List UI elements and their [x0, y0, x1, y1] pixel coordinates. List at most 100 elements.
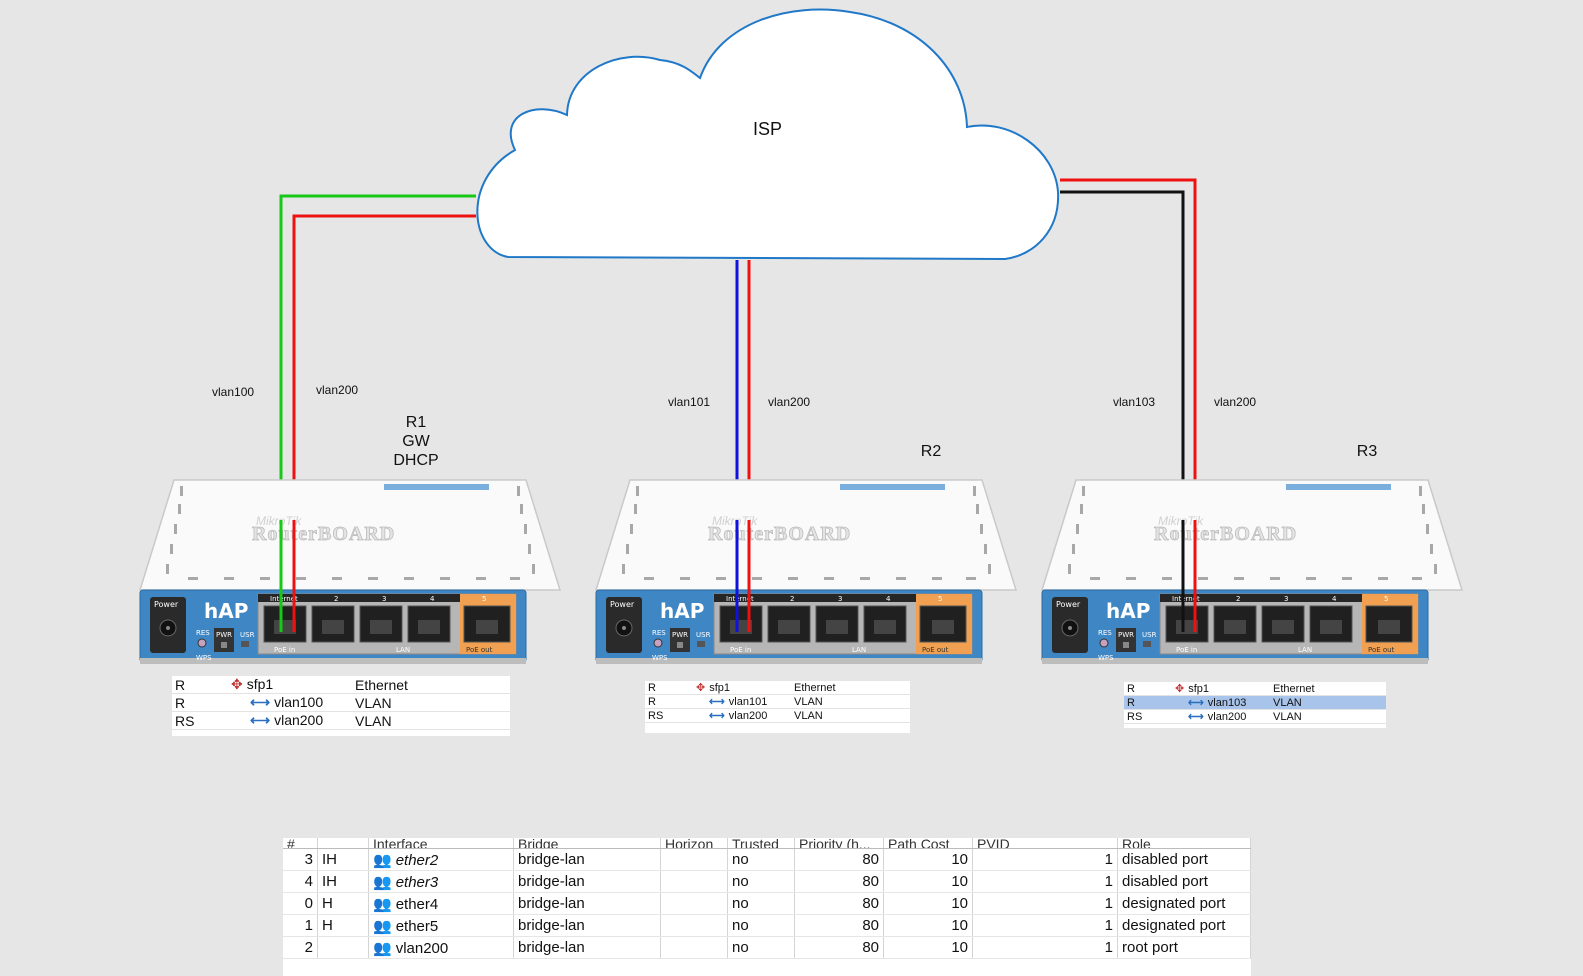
interface-name: sfp1 [246, 676, 274, 692]
cell-interface: ether5 [395, 917, 439, 935]
cell-flags: H [317, 914, 369, 937]
cell-flags [317, 936, 369, 959]
r2-name: R2 [920, 443, 942, 460]
isp-label: ISP [753, 119, 783, 139]
flag: R [645, 694, 693, 709]
port-icon: 👥 [373, 851, 392, 869]
cell-horizon [660, 848, 728, 871]
col-role[interactable]: Role [1117, 838, 1251, 849]
port-icon: 👥 [373, 873, 392, 891]
cell-priority: 80 [794, 870, 884, 893]
flag: R [172, 693, 228, 712]
col-trusted[interactable]: Trusted [727, 838, 795, 849]
router-r1 [139, 479, 561, 665]
col-number[interactable]: # [283, 838, 318, 849]
interface-name: sfp1 [1188, 683, 1210, 695]
cell-path-cost: 10 [883, 914, 973, 937]
cell-role: root port [1117, 936, 1251, 959]
cell-priority: 80 [794, 848, 884, 871]
interface-name: vlan200 [274, 712, 324, 728]
table-row[interactable]: 4 IH 👥ether3 bridge-lan no 80 10 1 disab… [283, 870, 1251, 893]
interface-type: Ethernet [352, 676, 510, 694]
cell-path-cost: 10 [883, 892, 973, 915]
cell-trusted: no [727, 870, 795, 893]
vlan-icon: ⟷ [709, 710, 725, 722]
port-icon: 👥 [373, 917, 392, 935]
r1-vlan-a-label: vlan100 [212, 385, 255, 399]
cell-trusted: no [727, 936, 795, 959]
col-horizon[interactable]: Horizon [660, 838, 728, 849]
cell-role: designated port [1117, 914, 1251, 937]
cell-bridge: bridge-lan [513, 914, 661, 937]
table-row[interactable]: 2 👥vlan200 bridge-lan no 80 10 1 root po… [283, 936, 1251, 959]
interface-name: vlan101 [728, 696, 768, 708]
cell-path-cost: 10 [883, 936, 973, 959]
interface-name: vlan103 [1207, 697, 1247, 709]
cell-interface: ether3 [395, 873, 439, 891]
col-flags[interactable] [317, 838, 369, 849]
cell-trusted: no [727, 848, 795, 871]
cell-flags: IH [317, 848, 369, 871]
cell-role: designated port [1117, 892, 1251, 915]
cell-interface: vlan200 [395, 939, 449, 957]
cell-bridge: bridge-lan [513, 870, 661, 893]
interface-type: VLAN [791, 708, 910, 723]
cell-bridge: bridge-lan [513, 848, 661, 871]
flag: RS [172, 711, 228, 730]
isp-cloud [476, 8, 1060, 261]
cell-horizon [660, 870, 728, 893]
interface-name: vlan200 [728, 710, 768, 722]
cell-horizon [660, 936, 728, 959]
col-interface[interactable]: Interface [368, 838, 514, 849]
cell-bridge: bridge-lan [513, 892, 661, 915]
interface-type: VLAN [1270, 695, 1386, 710]
cell-flags: H [317, 892, 369, 915]
col-path-cost[interactable]: Path Cost [883, 838, 973, 849]
cell-priority: 80 [794, 914, 884, 937]
col-priority[interactable]: Priority (h... [794, 838, 884, 849]
table-header: # Interface Bridge Horizon Trusted Prior… [283, 838, 1251, 849]
cell-pvid: 1 [972, 870, 1118, 893]
cell-pvid: 1 [972, 936, 1118, 959]
cell-horizon [660, 892, 728, 915]
col-bridge[interactable]: Bridge [513, 838, 661, 849]
cell-trusted: no [727, 914, 795, 937]
cell-number: 3 [283, 848, 318, 871]
flag: R [1124, 695, 1172, 710]
cell-number: 1 [283, 914, 318, 937]
interface-type: VLAN [352, 711, 510, 730]
interface-name: sfp1 [709, 682, 731, 694]
table-row[interactable]: 1 H 👥ether5 bridge-lan no 80 10 1 design… [283, 914, 1251, 937]
interface-type: VLAN [352, 693, 510, 712]
cell-path-cost: 10 [883, 870, 973, 893]
port-icon: 👥 [373, 939, 392, 957]
r1-role-gw: GW [402, 433, 430, 450]
port-icon: 👥 [373, 895, 392, 913]
table-row[interactable]: 3 IH 👥ether2 bridge-lan no 80 10 1 disab… [283, 848, 1251, 871]
vlan-icon: ⟷ [709, 696, 725, 708]
cell-pvid: 1 [972, 914, 1118, 937]
interface-name: vlan100 [274, 694, 324, 710]
col-pvid[interactable]: PVID [972, 838, 1118, 849]
router-r2 [595, 479, 1017, 665]
table-row[interactable]: 0 H 👥ether4 bridge-lan no 80 10 1 design… [283, 892, 1251, 915]
r1-name-line: R1 [405, 414, 427, 431]
flag: R [645, 681, 693, 695]
router-r3 [1041, 479, 1463, 665]
r3-vlan-b-label: vlan200 [1214, 395, 1257, 409]
flag: RS [1124, 709, 1172, 724]
vlan-icon: ⟷ [250, 694, 271, 710]
cell-interface: ether4 [395, 895, 439, 913]
interface-type: Ethernet [1270, 682, 1386, 696]
